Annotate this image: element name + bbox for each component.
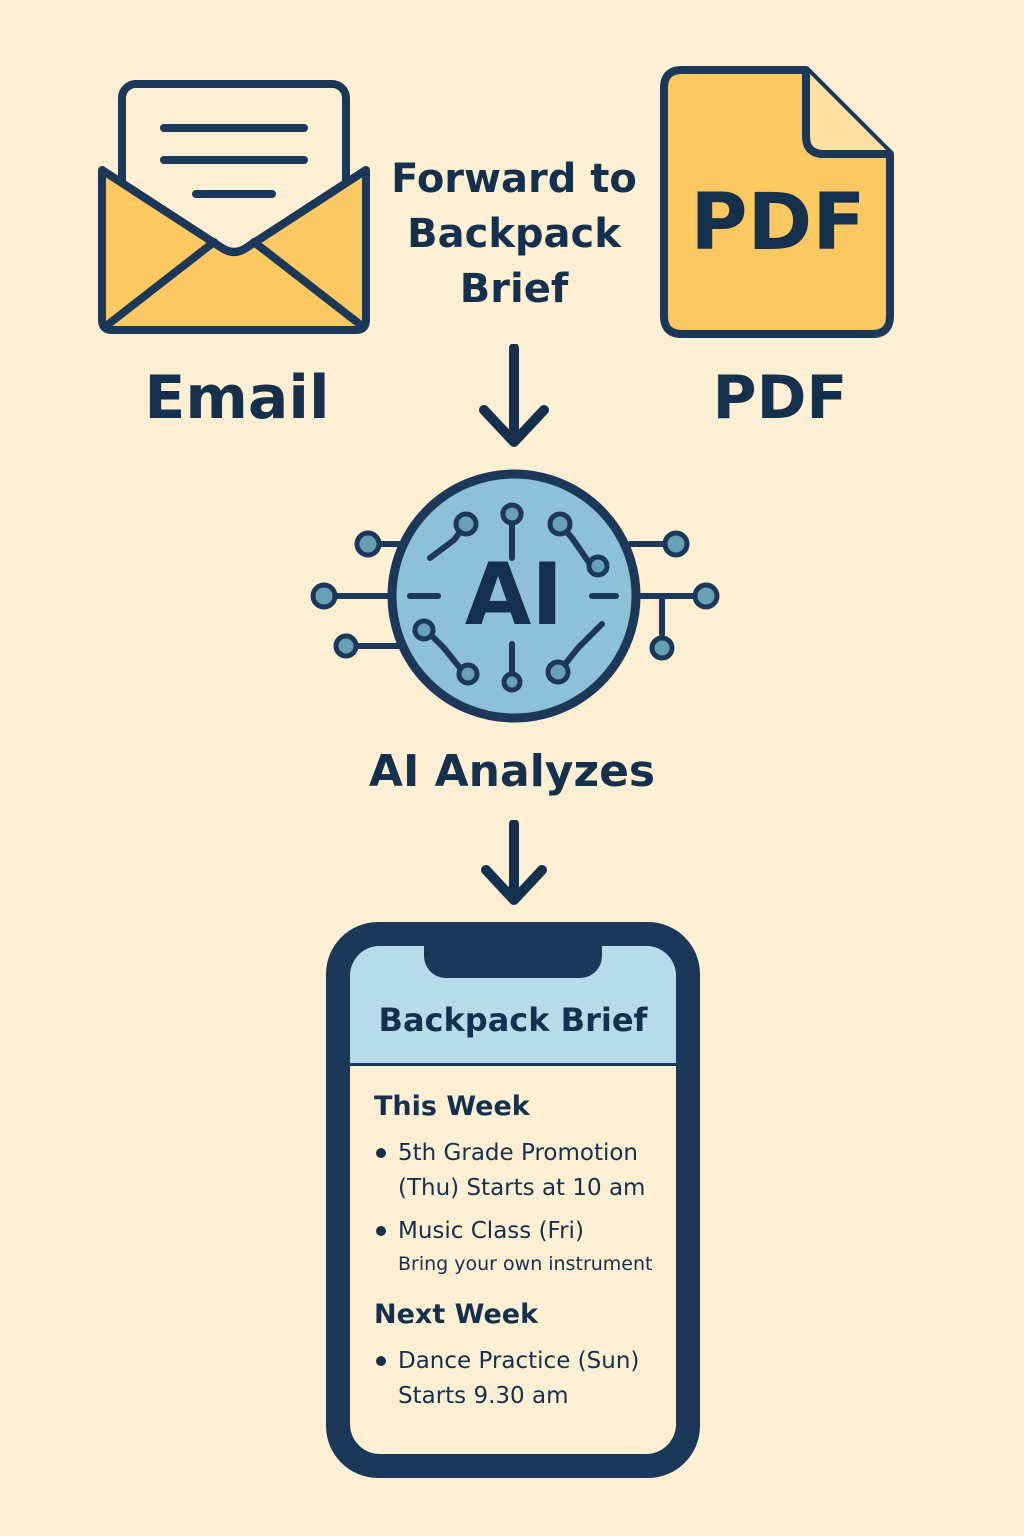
pdf-label: PDF (712, 363, 848, 433)
forward-line-3: Brief (459, 266, 569, 312)
section-title-next-week: Next Week (374, 1299, 539, 1330)
ai-analyzes-caption: AI Analyzes (368, 746, 656, 797)
pdf-document-icon: PDF (660, 64, 896, 340)
list-item: Dance Practice (Sun) Starts 9.30 am (374, 1344, 664, 1414)
item-detail: (Thu) Starts at 10 am (398, 1175, 646, 1201)
envelope-with-letter-icon (98, 80, 370, 334)
ai-icon-text: AI (464, 545, 564, 645)
phone-app-title: Backpack Brief (378, 1001, 648, 1039)
bullet-icon (376, 1148, 386, 1158)
bullet-icon (376, 1226, 386, 1236)
phone-screen: Backpack Brief This Week 5th Grade Promo… (350, 946, 676, 1454)
item-detail: Starts 9.30 am (398, 1383, 569, 1409)
arrow-down-icon (479, 344, 549, 447)
phone-notch (424, 944, 602, 978)
email-label: Email (144, 363, 330, 433)
forward-instruction: Forward to Backpack Brief (384, 152, 644, 317)
list-item: Music Class (Fri) Bring your own instrum… (374, 1214, 664, 1279)
item-title: 5th Grade Promotion (398, 1140, 638, 1166)
item-title: Music Class (Fri) (398, 1218, 584, 1244)
forward-line-1: Forward to (391, 156, 637, 202)
forward-line-2: Backpack (407, 211, 621, 257)
ai-circuit-icon: AI (300, 468, 724, 728)
item-note: Bring your own instrument (398, 1253, 653, 1275)
section-title-this-week: This Week (374, 1091, 530, 1122)
pdf-icon-text: PDF (690, 178, 866, 268)
bullet-icon (376, 1356, 386, 1366)
item-title: Dance Practice (Sun) (398, 1348, 640, 1374)
arrow-down-icon (481, 820, 547, 905)
list-item: 5th Grade Promotion (Thu) Starts at 10 a… (374, 1136, 664, 1206)
